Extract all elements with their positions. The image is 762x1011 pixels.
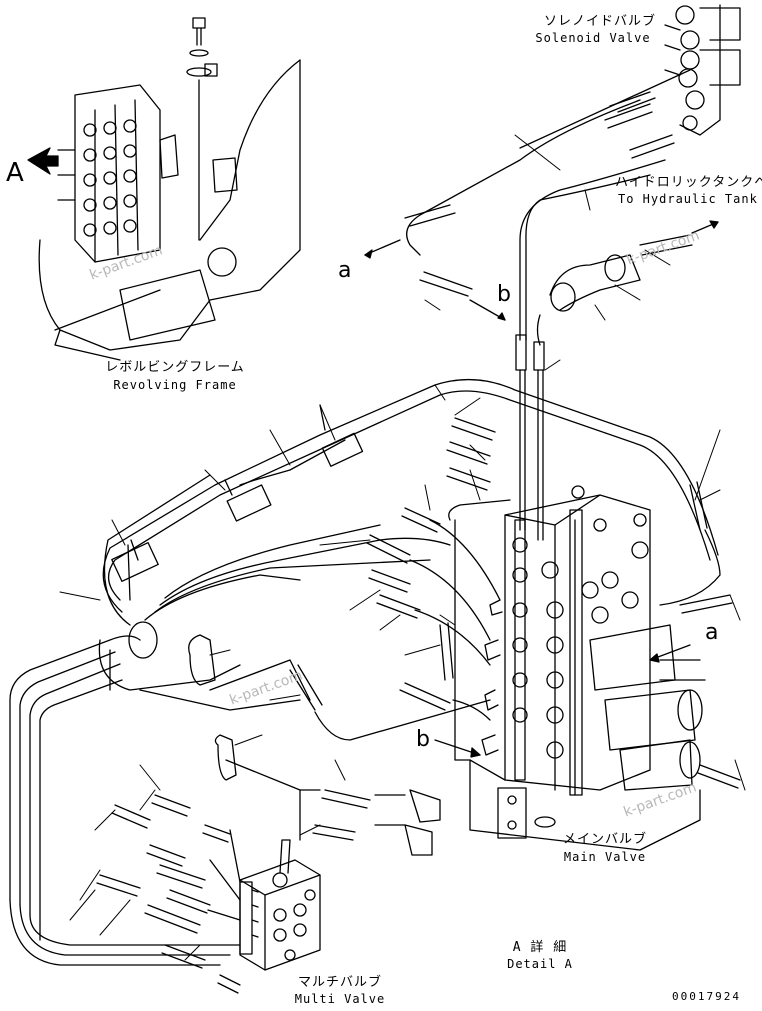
solenoid-valve-label-en: Solenoid Valve xyxy=(535,31,651,45)
main-valve-hose-fittings xyxy=(289,417,501,741)
hydraulic-tank-label-en: To Hydraulic Tank xyxy=(618,192,758,206)
view-a-arrow xyxy=(27,147,59,175)
hose-bundle-left xyxy=(9,378,719,966)
multi-valve-label-en: Multi Valve xyxy=(294,992,386,1006)
main-valve-label-en: Main Valve xyxy=(563,850,647,864)
main-valve-label-jp: メインバルブ xyxy=(562,832,647,847)
bolt-washer-stack xyxy=(186,17,218,241)
b-marker-top: b xyxy=(497,282,511,307)
revolving-frame-inset xyxy=(27,17,301,361)
inset-main-valve-block xyxy=(57,84,161,263)
main-valve xyxy=(448,481,741,851)
b-marker-lower: b xyxy=(416,727,430,752)
detail-a-label-en: Detail A xyxy=(507,957,573,971)
solenoid-valve-label-jp: ソレノイドバルブ xyxy=(543,14,656,29)
hydraulic-tank-label-jp: ハイドロリックタンクへ xyxy=(615,175,762,190)
solenoid-valve-group xyxy=(519,4,741,159)
part-number: 00017924 xyxy=(672,990,741,1003)
multi-valve-label-jp: マルチバルブ xyxy=(297,975,382,990)
leader-lines xyxy=(59,134,746,961)
revolving-frame-label-en: Revolving Frame xyxy=(113,378,237,392)
pilot-hoses-top xyxy=(364,99,719,541)
revolving-frame-label-jp: レボルビングフレーム xyxy=(105,360,245,375)
multi-valve xyxy=(96,789,441,994)
view-a-marker: A xyxy=(6,158,24,188)
a-marker-top: a xyxy=(338,258,352,283)
a-marker-right: a xyxy=(705,620,719,645)
detail-a-label-jp: A 詳 細 xyxy=(512,940,568,955)
